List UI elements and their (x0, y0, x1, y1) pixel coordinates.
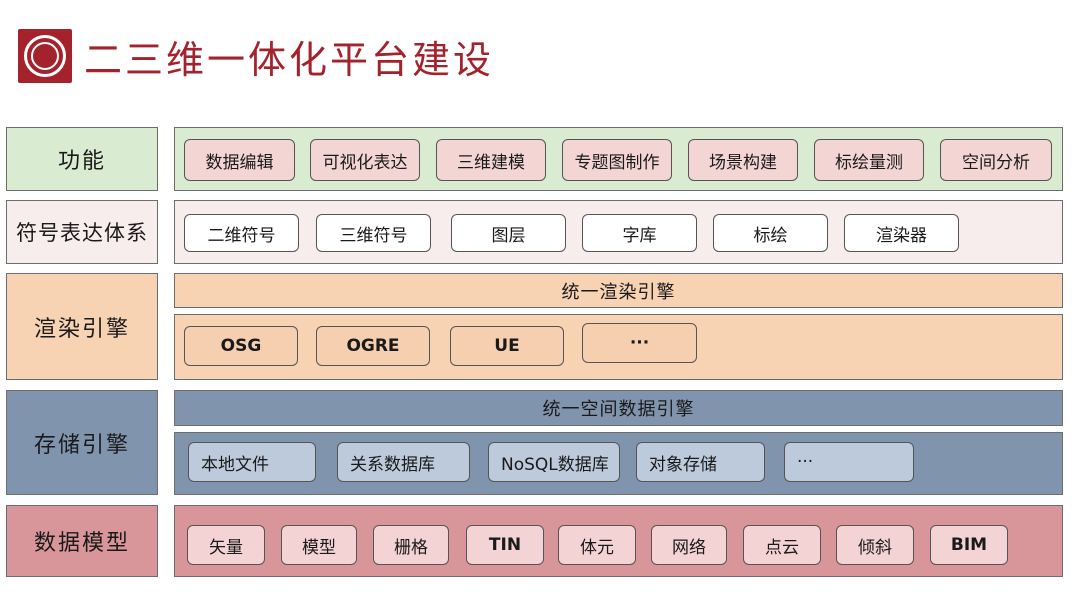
model-item[interactable]: BIM (930, 525, 1008, 565)
model-item[interactable]: TIN (466, 525, 544, 565)
row-body-render: OSG OGRE UE ··· (174, 314, 1063, 380)
row-body-function: 数据编辑 可视化表达 三维建模 专题图制作 场景构建 标绘量测 空间分析 (174, 127, 1063, 191)
title-bar: 二三维一体化平台建设 (18, 28, 494, 84)
storage-item[interactable]: ··· (784, 442, 914, 482)
row-label-symbol: 符号表达体系 (6, 200, 158, 264)
storage-item[interactable]: 对象存储 (636, 442, 765, 482)
function-item[interactable]: 空间分析 (940, 139, 1052, 181)
page-title: 二三维一体化平台建设 (84, 37, 495, 82)
model-item[interactable]: 矢量 (187, 525, 265, 565)
model-item[interactable]: 点云 (743, 525, 821, 565)
symbol-item[interactable]: 字库 (582, 214, 697, 252)
row-label-storage: 存储引擎 (6, 390, 158, 495)
model-item[interactable]: 体元 (558, 525, 636, 565)
symbol-item[interactable]: 标绘 (713, 214, 828, 252)
storage-item[interactable]: 本地文件 (188, 442, 316, 482)
storage-item[interactable]: 关系数据库 (337, 442, 470, 482)
symbol-item[interactable]: 图层 (451, 214, 566, 252)
row-label-render: 渲染引擎 (6, 273, 158, 380)
function-item[interactable]: 数据编辑 (184, 139, 295, 181)
function-item[interactable]: 三维建模 (436, 139, 546, 181)
render-item[interactable]: ··· (582, 323, 697, 363)
function-item[interactable]: 标绘量测 (814, 139, 924, 181)
row-body-symbol: 二维符号 三维符号 图层 字库 标绘 渲染器 (174, 200, 1063, 264)
function-item[interactable]: 场景构建 (688, 139, 798, 181)
row-label-function: 功能 (6, 127, 158, 191)
model-item[interactable]: 模型 (281, 525, 357, 565)
university-logo-icon (18, 29, 72, 83)
render-item[interactable]: UE (450, 326, 564, 366)
model-item[interactable]: 倾斜 (836, 525, 914, 565)
render-item[interactable]: OGRE (316, 326, 430, 366)
render-item[interactable]: OSG (184, 326, 298, 366)
storage-item[interactable]: NoSQL数据库 (488, 442, 620, 482)
symbol-item[interactable]: 二维符号 (184, 214, 299, 252)
symbol-item[interactable]: 三维符号 (316, 214, 431, 252)
model-item[interactable]: 网络 (651, 525, 727, 565)
function-item[interactable]: 可视化表达 (310, 139, 420, 181)
row-label-model: 数据模型 (6, 505, 158, 577)
render-banner: 统一渲染引擎 (174, 273, 1063, 308)
row-body-model: 矢量 模型 栅格 TIN 体元 网络 点云 倾斜 BIM (174, 505, 1063, 577)
storage-banner: 统一空间数据引擎 (174, 390, 1063, 426)
function-item[interactable]: 专题图制作 (562, 139, 672, 181)
model-item[interactable]: 栅格 (373, 525, 449, 565)
row-body-storage: 本地文件 关系数据库 NoSQL数据库 对象存储 ··· (174, 432, 1063, 495)
symbol-item[interactable]: 渲染器 (844, 214, 959, 252)
